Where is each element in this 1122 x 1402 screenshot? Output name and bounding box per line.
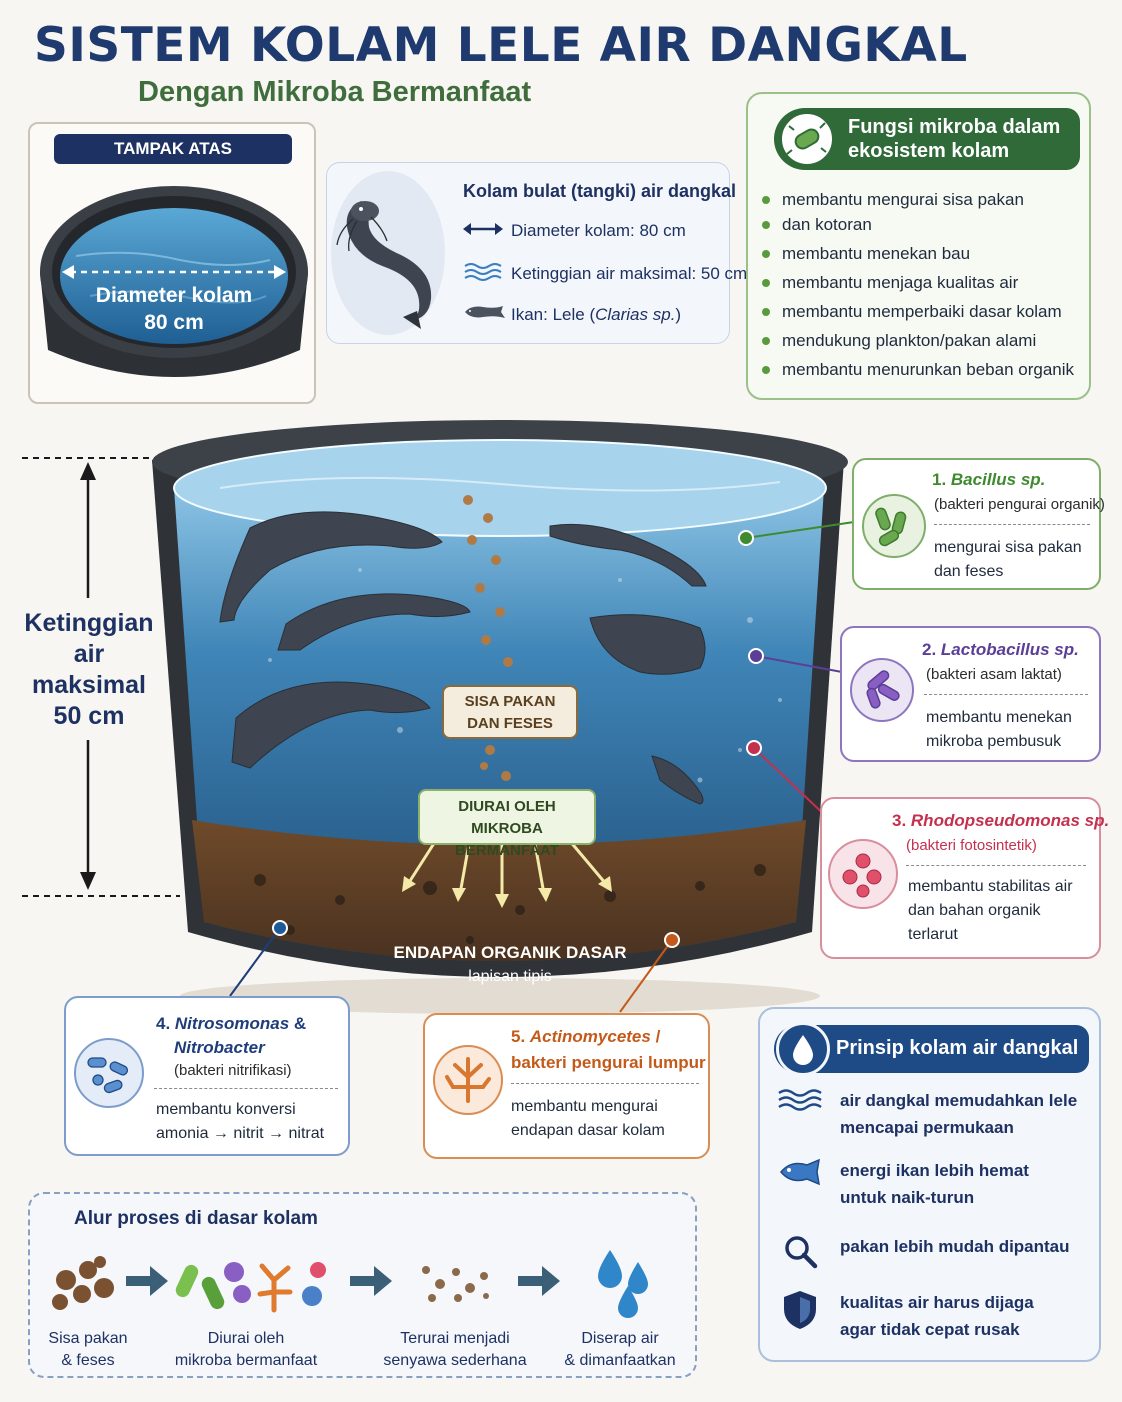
pond-info-card: Kolam bulat (tangki) air dangkal Diamete… <box>326 162 747 344</box>
catfish-icon <box>336 201 432 329</box>
page-title: SISTEM KOLAM LELE AIR DANGKAL <box>34 18 968 73</box>
principles-header: Prinsip kolam air dangkal <box>774 1022 1089 1076</box>
arrow-icon <box>518 1266 560 1296</box>
divider <box>934 524 1090 525</box>
rhodopseudomonas-icon <box>828 839 898 909</box>
info-fish-text: Ikan: Lele (Clarias sp.) <box>511 304 682 324</box>
microbe-function-list: membantu mengurai sisa pakan dan kotoran… <box>762 188 1074 387</box>
nitrobacter-name: Nitrobacter <box>174 1038 265 1057</box>
top-view-diameter-label: Diameter kolam <box>95 284 253 307</box>
principle-item: pakan lebih mudah dipantau <box>774 1233 1070 1269</box>
function-item: membantu menjaga kualitas air <box>762 271 1074 295</box>
divider <box>924 694 1088 695</box>
catfish-portrait <box>331 171 445 335</box>
function-item: membantu menekan bau <box>762 242 1074 266</box>
arrow-icon <box>126 1266 168 1296</box>
function-item: mendukung plankton/pakan alami <box>762 329 1074 353</box>
divider <box>154 1088 338 1089</box>
process-step: Diserap air& dimanfaatkan <box>564 1330 676 1369</box>
actinomycetes-name: 5. Actinomycetes / <box>511 1027 661 1046</box>
function-item: membantu mengurai sisa pakan <box>762 188 1074 212</box>
lactobacillus-icon <box>850 658 914 722</box>
bacteria-icon <box>780 112 834 166</box>
small-catfish-icon <box>463 303 505 326</box>
process-flow-icons <box>52 1250 648 1318</box>
feed-pellets-icon <box>52 1256 114 1310</box>
function-item: dan kotoran <box>762 213 1074 237</box>
arrow-icon <box>350 1266 392 1296</box>
bacillus-name: 1. Bacillus sp. <box>932 470 1046 489</box>
process-title: Alur proses di dasar kolam <box>74 1208 318 1229</box>
top-view-diameter-value: 80 cm <box>144 311 204 334</box>
info-diameter-text: Diameter kolam: 80 cm <box>511 221 686 240</box>
divider <box>511 1083 699 1084</box>
waves-icon <box>463 261 503 286</box>
info-title: Kolam bulat (tangki) air dangkal <box>463 181 737 201</box>
double-arrow-icon <box>463 221 503 241</box>
lactobacillus-name: 2. Lactobacillus sp. <box>922 640 1079 659</box>
microbe-card-actinomycetes: 5. Actinomycetes / bakteri pengurai lump… <box>423 1013 710 1159</box>
info-diameter-row: Diameter kolam: 80 cm <box>463 221 686 241</box>
top-view-label: TAMPAK ATAS <box>54 134 292 164</box>
actinomycetes-subtitle: bakteri pengurai lumpur <box>511 1053 706 1072</box>
water-drops-icon <box>598 1250 648 1318</box>
water-drop-icon <box>776 1022 830 1076</box>
bacillus-subtitle: (bakteri pengurai organik) <box>934 496 1105 513</box>
mixed-microbes-icon <box>175 1262 326 1313</box>
microbe-card-rhodopseudomonas: 3. Rhodopseudomonas sp. (bakteri fotosin… <box>820 797 1109 959</box>
height-measure-lines <box>22 457 180 897</box>
shield-icon <box>774 1289 826 1331</box>
info-fish-row: Ikan: Lele (Clarias sp.) <box>463 303 681 326</box>
info-height-text: Ketinggian air maksimal: 50 cm <box>511 263 748 283</box>
magnifier-icon <box>774 1233 826 1269</box>
actinomycetes-icon <box>433 1045 503 1115</box>
water-height-label: Ketinggian air maksimal 50 cm <box>24 609 154 730</box>
microbe-card-bacillus: 1. Bacillus sp. (bakteri pengurai organi… <box>852 458 1105 590</box>
nitrosomonas-name: 4. Nitrosomonas & <box>156 1014 307 1033</box>
divider <box>906 865 1086 866</box>
bacillus-icon <box>862 494 926 558</box>
function-item: membantu memperbaiki dasar kolam <box>762 300 1074 324</box>
top-view-tank-illustration <box>40 186 308 377</box>
process-flow-card: Alur proses di dasar kolam Sisa pakan& f… <box>28 1192 697 1378</box>
rhodopseudomonas-name: 3. Rhodopseudomonas sp. <box>892 811 1110 830</box>
fish-icon <box>774 1157 826 1187</box>
microbe-card-nitrosomonas: 4. Nitrosomonas & Nitrobacter (bakteri n… <box>64 996 350 1156</box>
info-height-row: Ketinggian air maksimal: 50 cm <box>463 261 747 286</box>
nitrifying-bacteria-icon <box>74 1038 144 1108</box>
function-item: membantu menurunkan beban organik <box>762 358 1074 382</box>
small-particles-icon <box>422 1266 489 1302</box>
top-view-card: TAMPAK ATAS Diameter kolam 80 cm <box>28 122 316 404</box>
page-subtitle: Dengan Mikroba Bermanfaat <box>138 76 532 108</box>
process-step: Sisa pakan& feses <box>48 1330 128 1369</box>
lactobacillus-subtitle: (bakteri asam laktat) <box>926 666 1062 683</box>
shallow-pond-principles-card: Prinsip kolam air dangkal air dangkal me… <box>758 1007 1101 1362</box>
sediment-label: ENDAPAN ORGANIK DASAR lapisan tipis <box>393 943 627 985</box>
nitrifying-subtitle: (bakteri nitrifikasi) <box>174 1062 292 1079</box>
waves-icon <box>774 1087 826 1113</box>
rhodopseudomonas-subtitle: (bakteri fotosintetik) <box>906 837 1037 854</box>
principles-title: Prinsip kolam air dangkal <box>836 1037 1079 1059</box>
microbe-card-lactobacillus: 2. Lactobacillus sp. (bakteri asam lakta… <box>840 626 1101 762</box>
